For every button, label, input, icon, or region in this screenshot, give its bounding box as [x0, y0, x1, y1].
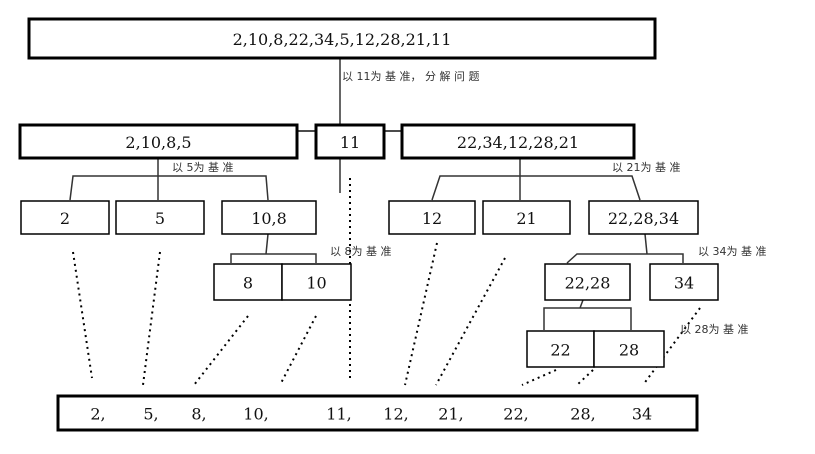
root-array-box-label: 2,10,8,22,34,5,12,28,21,11	[233, 30, 452, 49]
level2-box: 22,28,34	[588, 200, 699, 235]
level3-box: 22,28	[544, 263, 631, 301]
level4-box-label: 28	[619, 341, 639, 360]
sorted-value: 5,	[143, 405, 158, 424]
level2-box-frame	[20, 200, 110, 235]
sorted-value: 8,	[191, 405, 206, 424]
result-dotted-lines	[72, 178, 701, 386]
level2-box-label: 2	[60, 209, 70, 228]
level2-box: 5	[115, 200, 205, 235]
level3-box: 8	[213, 263, 283, 301]
level1-box-label: 11	[340, 133, 360, 152]
level1-box-label: 22,34,12,28,21	[457, 133, 579, 152]
sorted-value: 34	[632, 405, 652, 424]
level2-box-label: 22,28,34	[608, 209, 679, 228]
level2-box-frame	[588, 200, 699, 235]
level2-box-frame	[221, 200, 317, 235]
level1-box: 2,10,8,5	[18, 123, 299, 160]
level3-box-label: 10	[306, 274, 326, 293]
level2-box-frame	[388, 200, 476, 235]
level1-box: 22,34,12,28,21	[400, 123, 636, 160]
level3-box-label: 22,28	[565, 274, 611, 293]
note-pivot-34: 以 34为 基 准	[698, 245, 767, 258]
level1-box-frame	[18, 123, 299, 160]
level2-box: 21	[482, 200, 571, 235]
root-array-box: 2,10,8,22,34,5,12,28,21,11	[27, 17, 657, 60]
level2-box: 12	[388, 200, 476, 235]
level2-box-label: 21	[516, 209, 536, 228]
sorted-value: 12,	[383, 405, 408, 424]
sorted-value: 2,	[90, 405, 105, 424]
pivot-notes: 以 11为 基 准， 分 解 问 题 以 5为 基 准 以 21为 基 准 以 …	[172, 69, 767, 336]
note-pivot-11: 以 11为 基 准， 分 解 问 题	[342, 69, 479, 83]
level2-box-frame	[115, 200, 205, 235]
sorted-value: 10,	[243, 405, 268, 424]
root-array-box-frame	[27, 17, 657, 60]
level2-box: 2	[20, 200, 110, 235]
sorted-value: 28,	[570, 405, 595, 424]
sorted-value: 21,	[438, 405, 463, 424]
level2-box-label: 12	[422, 209, 442, 228]
level3-box: 10	[281, 263, 352, 301]
level4-box-frame	[526, 330, 595, 368]
note-pivot-28: 以 28为 基 准	[680, 323, 749, 336]
level2-box-frame	[482, 200, 571, 235]
sorted-value: 11,	[326, 405, 351, 424]
note-pivot-21: 以 21为 基 准	[612, 161, 681, 174]
level4-box: 28	[593, 330, 665, 368]
level3-box-frame	[544, 263, 631, 301]
level2-box: 10,8	[221, 200, 317, 235]
sorted-value: 22,	[503, 405, 528, 424]
level4-box-frame	[593, 330, 665, 368]
level4-box: 22	[526, 330, 595, 368]
sorted-result-box	[56, 394, 699, 432]
level2-box-label: 5	[155, 209, 165, 228]
level3-box-frame	[649, 263, 719, 301]
level3-box: 34	[649, 263, 719, 301]
level3-box-label: 8	[243, 274, 253, 293]
level1-box-frame	[400, 123, 636, 160]
level1-box-frame	[314, 123, 386, 160]
level1-box-label: 2,10,8,5	[125, 133, 191, 152]
level4-box-label: 22	[550, 341, 570, 360]
level3-box-label: 34	[674, 274, 694, 293]
note-pivot-5: 以 5为 基 准	[172, 161, 234, 174]
note-pivot-8: 以 8为 基 准	[330, 245, 392, 258]
level1-box: 11	[314, 123, 386, 160]
level2-box-label: 10,8	[251, 209, 287, 228]
level3-box-frame	[281, 263, 352, 301]
